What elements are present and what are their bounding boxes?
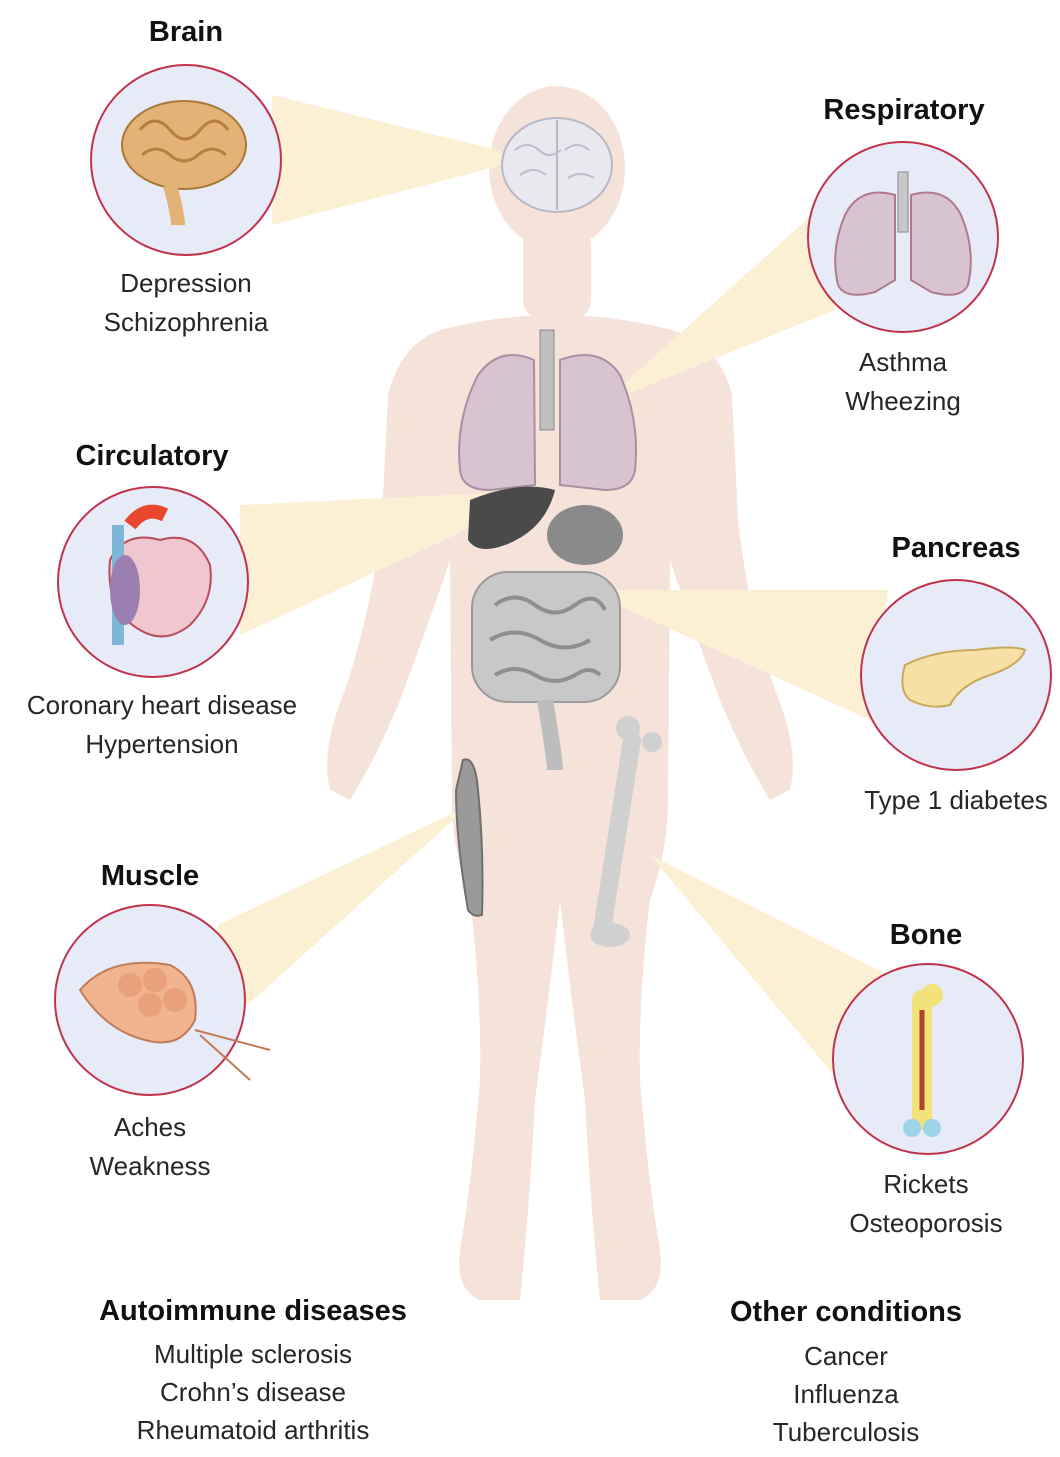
list-item: Depression [104, 264, 269, 303]
respiratory-conditions: Asthma Wheezing [845, 343, 961, 421]
list-item: Schizophrenia [104, 303, 269, 342]
circulatory-circle [58, 487, 248, 677]
brain-conditions: Depression Schizophrenia [104, 264, 269, 342]
stomach-icon [547, 505, 623, 565]
bone-conditions: Rickets Osteoporosis [849, 1165, 1002, 1243]
bone-circle [833, 964, 1023, 1154]
other-title: Other conditions [730, 1296, 962, 1329]
list-item: Osteoporosis [849, 1204, 1002, 1243]
muscle-conditions: Aches Weakness [90, 1108, 211, 1186]
list-item: Weakness [90, 1147, 211, 1186]
list-item: Cancer [773, 1337, 919, 1375]
list-item: Influenza [773, 1375, 919, 1413]
respiratory-title: Respiratory [823, 94, 984, 127]
list-item: Coronary heart disease [27, 686, 297, 725]
list-item: Crohn’s disease [137, 1373, 370, 1411]
pancreas-title: Pancreas [892, 532, 1021, 565]
pancreas-conditions: Type 1 diabetes [864, 781, 1048, 820]
list-item: Rickets [849, 1165, 1002, 1204]
autoimmune-title: Autoimmune diseases [99, 1295, 407, 1328]
bone-title: Bone [890, 919, 963, 952]
pancreas-circle [861, 580, 1051, 770]
brain-circle [91, 65, 281, 255]
list-item: Wheezing [845, 382, 961, 421]
circulatory-conditions: Coronary heart disease Hypertension [27, 686, 297, 764]
autoimmune-conditions: Multiple sclerosis Crohn’s disease Rheum… [137, 1335, 370, 1449]
circulatory-title: Circulatory [75, 440, 228, 473]
head-brain-icon [502, 118, 612, 212]
list-item: Asthma [845, 343, 961, 382]
list-item: Tuberculosis [773, 1413, 919, 1451]
list-item: Type 1 diabetes [864, 781, 1048, 820]
brain-title: Brain [149, 16, 223, 49]
list-item: Multiple sclerosis [137, 1335, 370, 1373]
list-item: Rheumatoid arthritis [137, 1411, 370, 1449]
list-item: Aches [90, 1108, 211, 1147]
other-conditions: Cancer Influenza Tuberculosis [773, 1337, 919, 1451]
list-item: Hypertension [27, 725, 297, 764]
muscle-title: Muscle [101, 860, 199, 893]
respiratory-circle [808, 142, 998, 332]
